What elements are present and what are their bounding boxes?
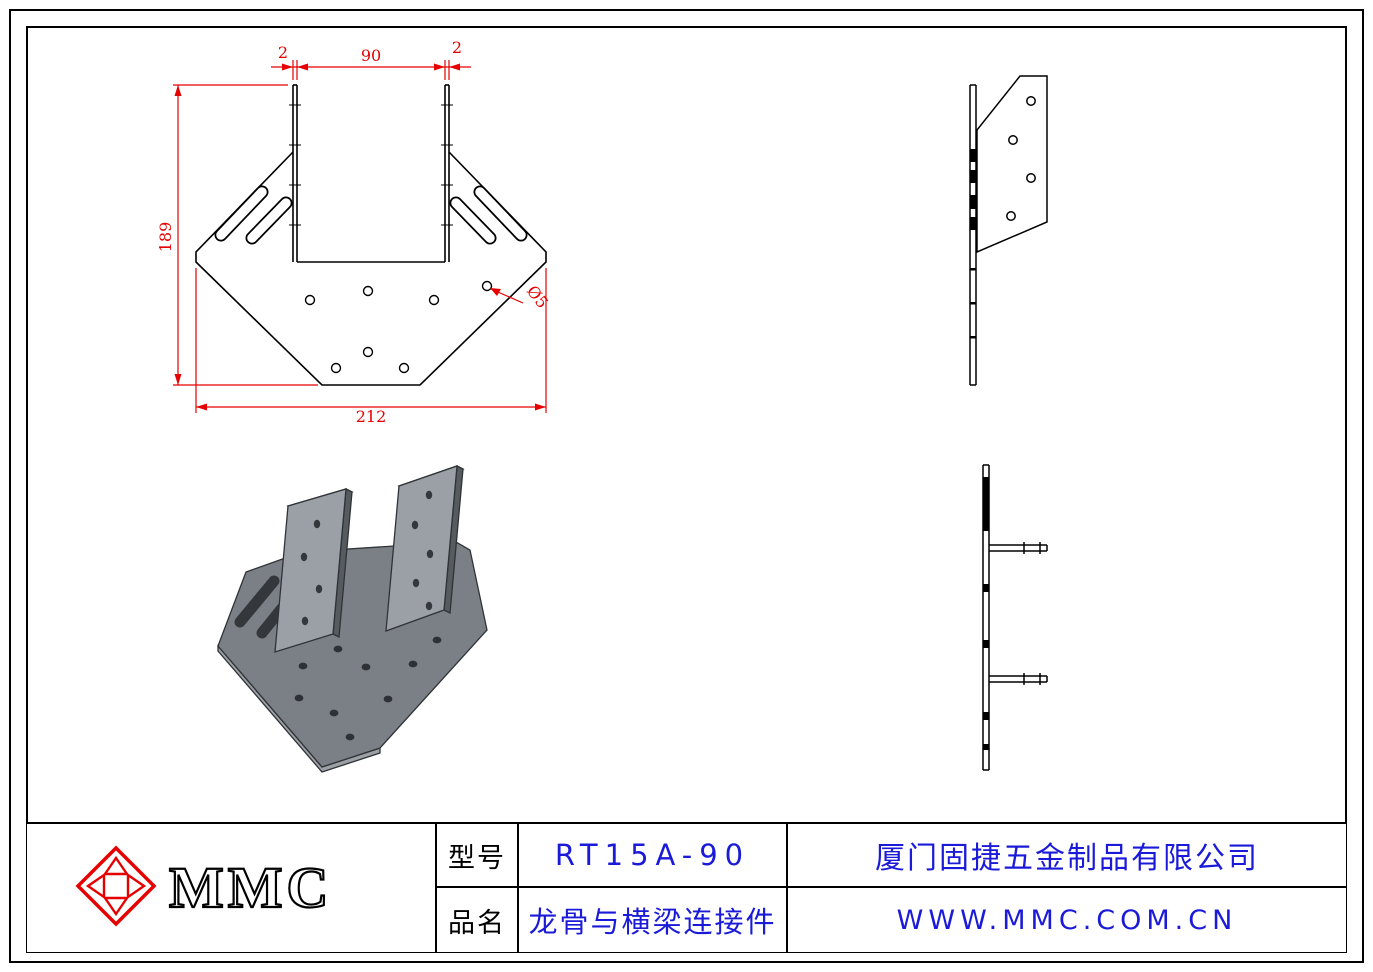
left-wing-slots: [214, 185, 293, 245]
dim-height: 189: [156, 84, 318, 386]
product-value: 龙骨与横梁连接件: [528, 907, 777, 939]
product-value-cell: 龙骨与横梁连接件: [519, 888, 788, 952]
logo-text: MMC: [169, 855, 332, 920]
side-view-top: [969, 75, 1048, 386]
iso-right-plate: [385, 464, 465, 632]
border-frame: [9, 9, 1364, 963]
title-block: MMC 型号 RT15A-90 厦门固捷五金制品有限公司 品名 龙骨与横梁连接件…: [27, 822, 1346, 952]
company-cell: 厦门固捷五金制品有限公司: [788, 824, 1346, 888]
iso-base-holes: [294, 636, 442, 741]
tab-tick-marks: [289, 104, 453, 226]
front-view: [195, 84, 547, 386]
dim-top: 2 90 2: [271, 38, 471, 80]
model-value-cell: RT15A-90: [519, 824, 788, 888]
dim-right-thickness: 2: [452, 38, 462, 57]
plate-outline: [195, 151, 547, 386]
logo-diamond-icon: [75, 845, 157, 927]
company-name: 厦门固捷五金制品有限公司: [875, 842, 1259, 875]
plate-edge-strip: [969, 84, 977, 386]
plate-holes: [304, 280, 493, 374]
dim-width-90: 90: [361, 46, 381, 65]
mmc-logo: MMC: [75, 845, 332, 927]
model-label: 型号: [448, 842, 506, 873]
product-label-cell: 品名: [437, 888, 519, 952]
model-label-cell: 型号: [437, 824, 519, 888]
side-view-bottom: [982, 464, 1048, 771]
tab-edge-lower: [989, 673, 1048, 685]
dim-total-width: 212: [195, 268, 547, 426]
dim-height-189: 189: [156, 222, 175, 253]
logo-cell: MMC: [27, 824, 437, 952]
dim-total-width-212: 212: [356, 407, 387, 426]
right-tab-edge: [444, 84, 450, 262]
iso-left-plate: [274, 487, 354, 653]
left-tab-edge: [292, 84, 298, 262]
dim-hole-diameter: Ø5: [523, 282, 552, 312]
model-value: RT15A-90: [554, 838, 751, 872]
tab-edge-upper: [989, 542, 1048, 554]
right-wing-slots: [449, 185, 528, 245]
dim-left-thickness: 2: [278, 43, 288, 62]
website-cell: WWW.MMC.COM.CN: [788, 888, 1346, 952]
product-label: 品名: [448, 907, 506, 938]
tab-plate-face: [976, 75, 1048, 254]
edge-dark-marks: [982, 477, 990, 750]
isometric-view: [217, 464, 488, 773]
slot-edge-marks: [969, 149, 977, 339]
website-text: WWW.MMC.COM.CN: [896, 904, 1238, 936]
